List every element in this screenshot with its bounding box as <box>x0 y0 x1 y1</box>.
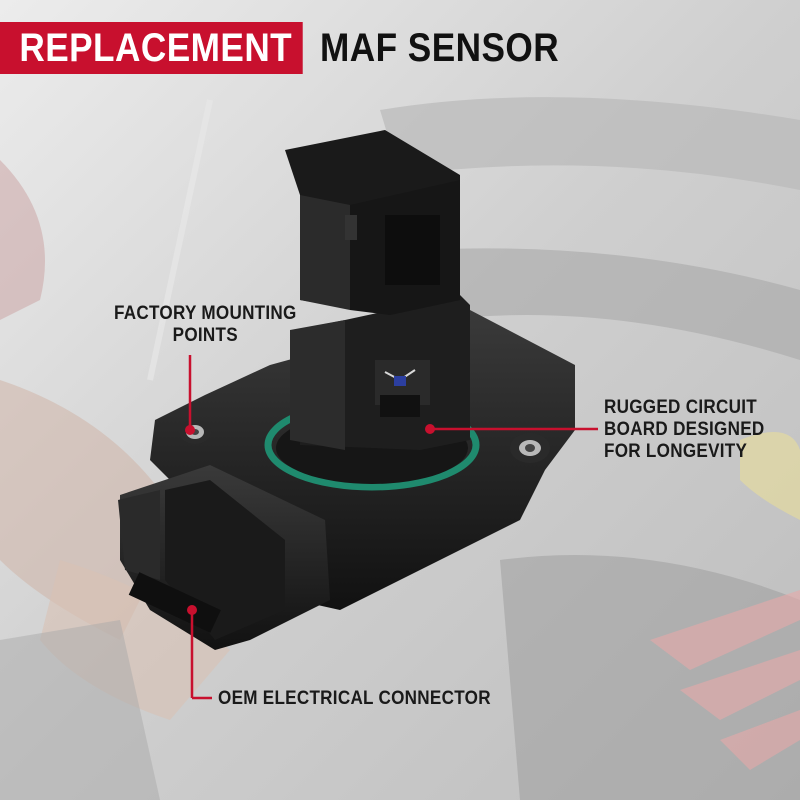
title-rest: MAF SENSOR <box>319 26 560 70</box>
callout-circuit-board: RUGGED CIRCUIT BOARD DESIGNED FOR LONGEV… <box>604 397 765 463</box>
mounting-hole-right <box>510 433 550 463</box>
page-title: REPLACEMENT MAF SENSOR <box>0 22 592 74</box>
callout-mounting-line2: POINTS <box>172 325 238 346</box>
callout-circuit-line2: BOARD DESIGNED <box>604 419 765 440</box>
title-highlight: REPLACEMENT <box>0 22 303 74</box>
callout-circuit-line1: RUGGED CIRCUIT <box>604 397 757 418</box>
callout-mounting-line1: FACTORY MOUNTING <box>114 303 297 324</box>
callout-connector-line1: OEM ELECTRICAL CONNECTOR <box>218 688 491 709</box>
callout-lines <box>185 355 598 700</box>
callout-mounting-points: FACTORY MOUNTING POINTS <box>114 303 297 347</box>
maf-sensor <box>118 130 575 650</box>
mounting-hole-left <box>179 420 211 444</box>
callout-electrical-connector: OEM ELECTRICAL CONNECTOR <box>218 688 491 710</box>
callout-circuit-line3: FOR LONGEVITY <box>604 441 748 462</box>
